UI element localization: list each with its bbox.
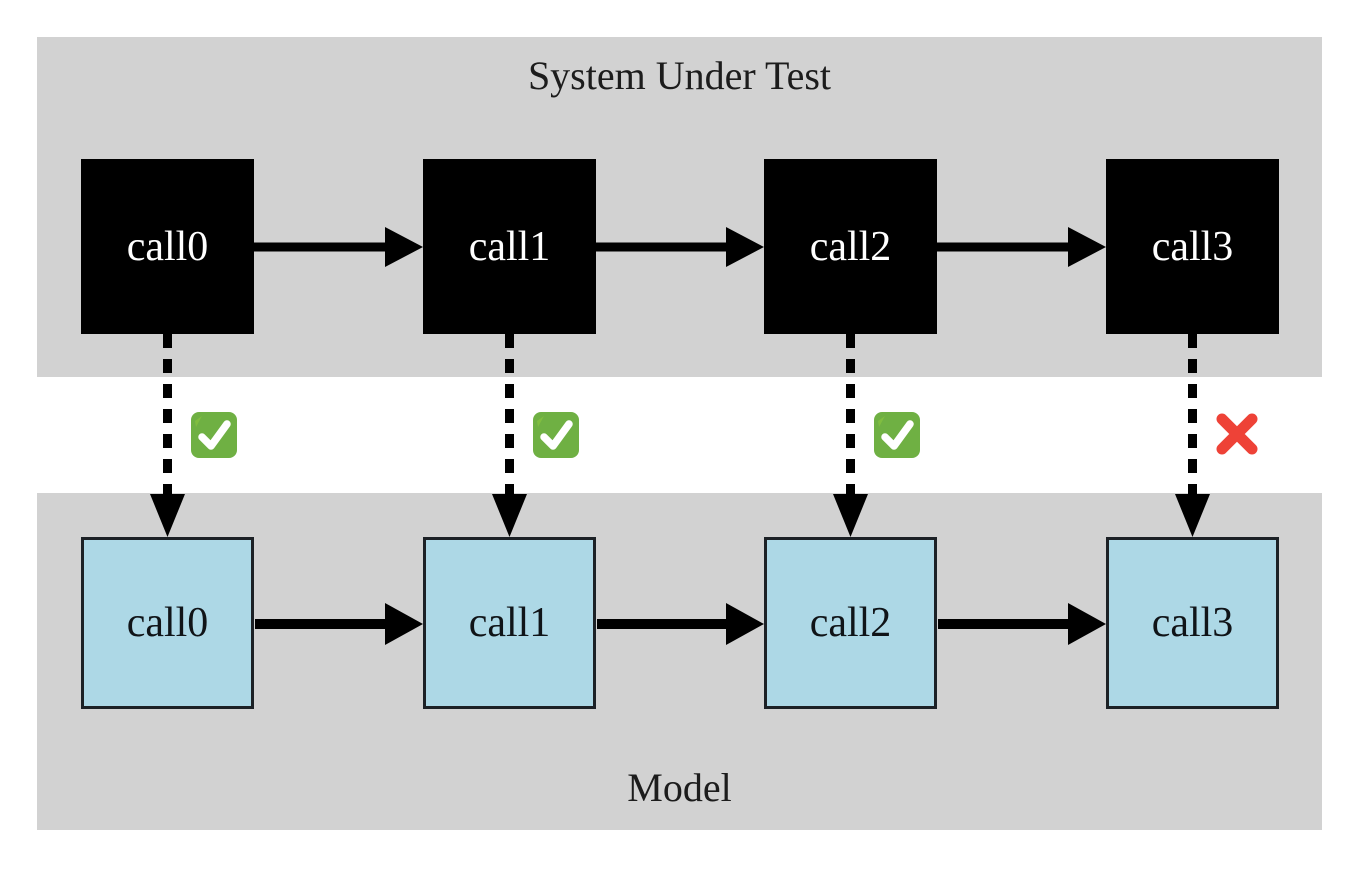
sut-box-call0: call0 [81, 159, 254, 334]
model-box-call2: call2 [764, 537, 937, 709]
check-icon [190, 411, 238, 459]
model-band-title: Model [627, 765, 732, 810]
sut-band-title: System Under Test [527, 53, 832, 98]
sut-box-call1: call1 [423, 159, 596, 334]
check-icon [873, 411, 921, 459]
model-box-call3: call3 [1106, 537, 1279, 709]
sut-box-call3: call3 [1106, 159, 1279, 334]
model-box-call1: call1 [423, 537, 596, 709]
cross-icon [1210, 407, 1264, 461]
model-box-call0: call0 [81, 537, 254, 709]
sut-box-call2: call2 [764, 159, 937, 334]
check-icon [532, 411, 580, 459]
